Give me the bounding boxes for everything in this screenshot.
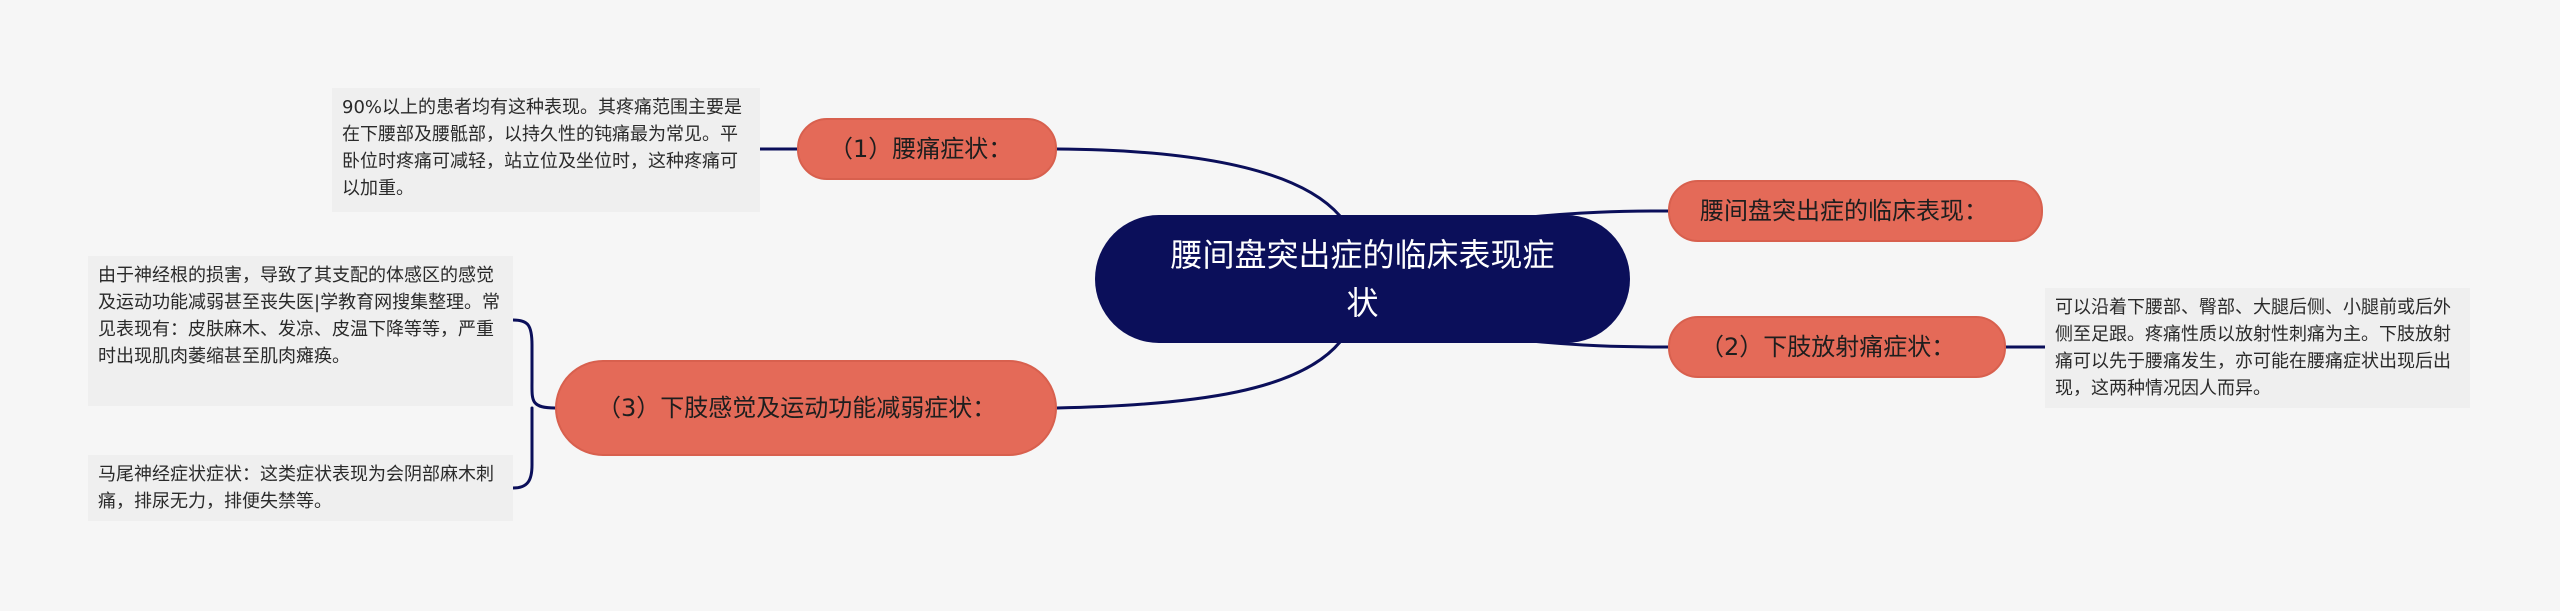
connector-root-sensory <box>1055 340 1342 410</box>
leaf-pain-detail[interactable]: 90%以上的患者均有这种表现。其疼痛范围主要是在下腰部及腰骶部，以持久性的钝痛最… <box>332 88 760 212</box>
connector-root-pain <box>1055 147 1342 218</box>
branch-radiating-label: （2）下肢放射痛症状： <box>1700 333 1956 361</box>
connector-sensory-bracket-lower <box>511 406 534 490</box>
branch-pain-symptom[interactable]: （1）腰痛症状： <box>797 118 1057 180</box>
leaf-sensory-detail-text-2: 马尾神经症状症状：这类症状表现为会阴部麻木刺痛，排尿无力，排便失禁等。 <box>98 464 494 512</box>
leaf-sensory-detail-nerve-root[interactable]: 由于神经根的损害，导致了其支配的体感区的感觉及运动功能减弱甚至丧失医|学教育网搜… <box>88 256 513 406</box>
leaf-sensory-detail-text-1: 由于神经根的损害，导致了其支配的体感区的感觉及运动功能减弱甚至丧失医|学教育网搜… <box>98 265 501 367</box>
leaf-sensory-detail-cauda-equina[interactable]: 马尾神经症状症状：这类症状表现为会阴部麻木刺痛，排尿无力，排便失禁等。 <box>88 455 513 521</box>
leaf-pain-detail-text: 90%以上的患者均有这种表现。其疼痛范围主要是在下腰部及腰骶部，以持久性的钝痛最… <box>342 97 743 199</box>
leaf-radiating-detail-text: 可以沿着下腰部、臀部、大腿后侧、小腿前或后外侧至足跟。疼痛性质以放射性刺痛为主。… <box>2055 297 2451 399</box>
connector-sensory-bracket <box>511 318 557 410</box>
branch-clinical-label: 腰间盘突出症的临床表现： <box>1700 197 1988 225</box>
branch-pain-label: （1）腰痛症状： <box>829 135 1013 163</box>
root-topic[interactable]: 腰间盘突出症的临床表现症状 <box>1095 215 1630 343</box>
branch-sensory-label: （3）下肢感觉及运动功能减弱症状： <box>597 394 997 422</box>
branch-sensory-motor-symptom[interactable]: （3）下肢感觉及运动功能减弱症状： <box>555 360 1057 456</box>
leaf-radiating-detail[interactable]: 可以沿着下腰部、臀部、大腿后侧、小腿前或后外侧至足跟。疼痛性质以放射性刺痛为主。… <box>2045 288 2470 408</box>
branch-clinical-manifestations[interactable]: 腰间盘突出症的临床表现： <box>1668 180 2043 242</box>
root-topic-label: 腰间盘突出症的临床表现症状 <box>1170 236 1555 322</box>
branch-radiating-pain-symptom[interactable]: （2）下肢放射痛症状： <box>1668 316 2006 378</box>
